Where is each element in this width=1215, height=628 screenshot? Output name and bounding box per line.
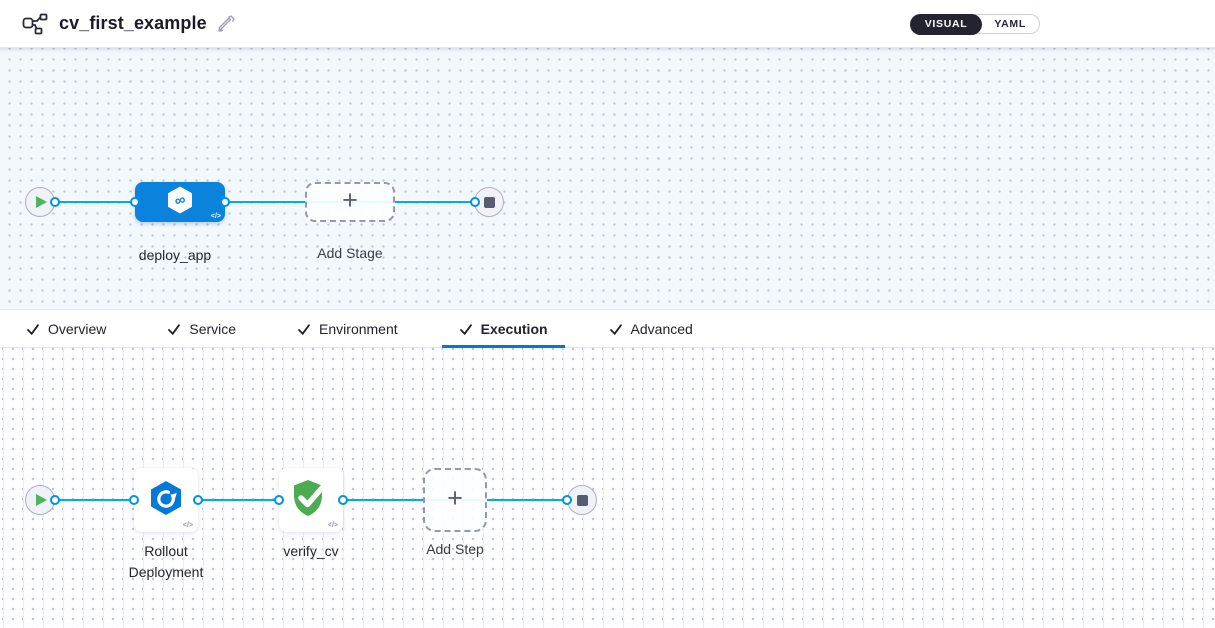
tab-environment[interactable]: Environment	[280, 310, 415, 347]
connector-port	[562, 495, 572, 505]
rollout-deployment-icon	[147, 479, 185, 522]
pipeline-title: cv_first_example	[59, 13, 207, 33]
verify-shield-icon	[288, 476, 334, 525]
add-step-button[interactable]: +	[423, 468, 487, 532]
stage-config-tabs: Overview Service Environment Execution A…	[0, 309, 1215, 348]
tab-overview[interactable]: Overview	[9, 310, 123, 347]
add-stage-label: Add Stage	[317, 245, 383, 261]
svg-text:∞: ∞	[173, 190, 188, 209]
pencil-icon[interactable]	[218, 15, 235, 32]
tab-label: Environment	[319, 320, 398, 337]
toggle-visual[interactable]: VISUAL	[909, 13, 983, 35]
toggle-yaml[interactable]: YAML	[994, 17, 1026, 30]
stop-icon	[576, 494, 588, 506]
step-node-verify-cv[interactable]: </>	[279, 468, 343, 532]
tab-service[interactable]: Service	[150, 310, 253, 347]
tab-label: Advanced	[630, 320, 693, 337]
connector-port	[130, 197, 140, 207]
tab-label: Execution	[480, 320, 548, 337]
connector-port	[50, 495, 60, 505]
tab-execution[interactable]: Execution	[441, 310, 565, 348]
view-mode-toggle: VISUAL YAML	[909, 13, 1040, 35]
check-icon	[459, 323, 472, 335]
stage-canvas[interactable]: ∞ </> + deploy_app Add Stage	[0, 48, 1215, 309]
tab-label: Overview	[48, 320, 107, 337]
add-step-label: Add Step	[426, 541, 484, 557]
code-glyph-icon: </>	[327, 522, 338, 529]
execution-canvas[interactable]: </> </> + Rollout Deployment verify_cv A…	[0, 348, 1215, 628]
connector-port	[193, 495, 203, 505]
check-icon	[27, 323, 39, 335]
stage-connector-line	[40, 201, 489, 203]
code-glyph-icon: </>	[182, 522, 193, 529]
step-label: Rollout Deployment	[128, 543, 204, 580]
check-icon	[609, 323, 622, 335]
play-icon	[36, 196, 47, 208]
connector-port	[50, 197, 60, 207]
stop-icon	[483, 196, 495, 208]
connector-port	[338, 495, 348, 505]
pipeline-header: cv_first_example VISUAL YAML	[0, 0, 1215, 48]
pipeline-graph-icon	[22, 13, 48, 35]
cd-hexagon-infinity-icon: ∞	[165, 185, 195, 220]
stage-label: deploy_app	[138, 247, 212, 263]
code-glyph-icon: </>	[210, 213, 221, 220]
step-label: verify_cv	[283, 543, 339, 559]
connector-port	[220, 197, 230, 207]
plus-icon: +	[447, 483, 463, 513]
stage-node-deploy-app[interactable]: ∞ </>	[135, 182, 225, 222]
play-icon	[36, 494, 47, 506]
plus-icon: +	[342, 185, 358, 215]
tab-advanced[interactable]: Advanced	[592, 310, 710, 347]
connector-port	[274, 495, 284, 505]
check-icon	[298, 323, 310, 335]
connector-port	[470, 197, 480, 207]
check-icon	[168, 323, 181, 335]
connector-port	[129, 495, 139, 505]
add-stage-button[interactable]: +	[305, 182, 395, 222]
step-node-rollout-deployment[interactable]: </>	[134, 468, 198, 532]
tab-label: Service	[189, 320, 237, 337]
